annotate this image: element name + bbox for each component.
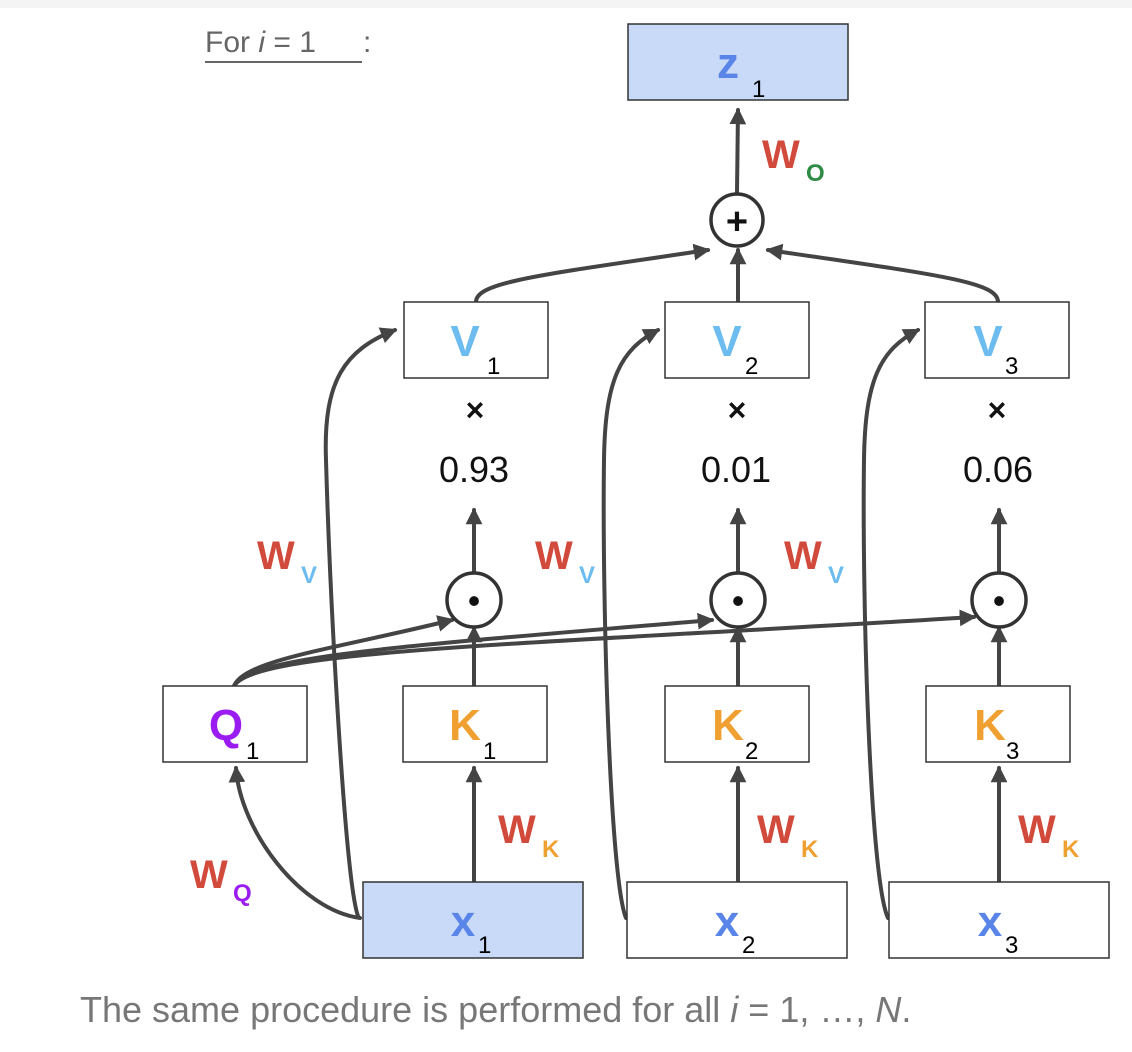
input-3-subscript: 3	[1005, 932, 1018, 959]
value-3-symbol: V	[973, 317, 1003, 366]
output-z-symbol: z	[717, 39, 739, 88]
value-3-subscript: 3	[1005, 353, 1018, 380]
wire-sum-to-z	[729, 107, 747, 194]
input-2-subscript: 2	[742, 932, 755, 959]
wire-x2-to-v2	[601, 328, 661, 920]
wire-v3-to-sum	[765, 243, 1000, 304]
label-wk-2-symbol: W	[757, 808, 795, 852]
key-2-subscript: 2	[745, 738, 758, 765]
label-wv-1-subscript: V	[301, 562, 317, 589]
input-box-3	[888, 881, 1110, 959]
key-box-3	[925, 685, 1071, 763]
input-3-symbol: x	[978, 897, 1003, 946]
key-2-symbol: K	[712, 701, 744, 750]
wire-x3-to-v3	[861, 328, 921, 920]
label-wk-3-subscript: K	[1062, 836, 1080, 863]
dot-node-3	[970, 571, 1028, 629]
caption: The same procedure is performed for all …	[80, 989, 911, 1030]
input-1-symbol: x	[451, 897, 476, 946]
input-1-subscript: 1	[478, 932, 491, 959]
sum-node	[709, 192, 765, 248]
wire-v1-to-sum	[474, 243, 711, 304]
label-wk-2-subscript: K	[801, 836, 819, 863]
wires	[228, 107, 1008, 920]
dot-node-1	[445, 571, 503, 629]
multiply-icon-3: ×	[988, 392, 1007, 428]
label-wv-2-subscript: V	[579, 562, 595, 589]
attention-weight-3: 0.06	[963, 449, 1033, 490]
value-1-subscript: 1	[487, 353, 500, 380]
label-wv-3-subscript: V	[828, 562, 844, 589]
query-box	[162, 685, 308, 763]
key-box-1	[402, 685, 548, 763]
wire-x1-to-q	[228, 765, 362, 920]
label-wv-3-symbol: W	[784, 534, 822, 578]
output-z-box	[627, 23, 849, 101]
label-wo-symbol: W	[762, 133, 800, 177]
query-subscript: 1	[246, 738, 259, 765]
output-z-subscript: 1	[752, 76, 765, 103]
value-box-2	[664, 301, 810, 379]
value-2-symbol: V	[712, 317, 742, 366]
label-wk-1-symbol: W	[498, 808, 536, 852]
label-wk-1-subscript: K	[542, 836, 560, 863]
label-wq-symbol: W	[190, 853, 228, 897]
dot-icon-3: •	[993, 580, 1006, 621]
label-wo-subscript: O	[806, 160, 825, 187]
key-1-symbol: K	[449, 701, 481, 750]
key-3-subscript: 3	[1006, 738, 1019, 765]
value-box-3	[924, 301, 1070, 379]
input-box-1	[362, 881, 584, 959]
wire-q-to-dot3	[232, 609, 977, 688]
value-2-subscript: 2	[745, 353, 758, 380]
label-wk-3-symbol: W	[1018, 808, 1056, 852]
heading: For i = 1	[205, 26, 316, 59]
attention-weight-1: 0.93	[439, 449, 509, 490]
input-2-symbol: x	[715, 897, 740, 946]
label-wv-2-symbol: W	[535, 534, 573, 578]
key-3-symbol: K	[974, 701, 1006, 750]
label-wq-subscript: Q	[233, 880, 252, 907]
input-box-2	[626, 881, 848, 959]
key-box-2	[664, 685, 810, 763]
dot-node-2	[709, 571, 767, 629]
dot-icon-1: •	[468, 580, 481, 621]
label-wv-1-symbol: W	[257, 534, 295, 578]
heading-colon: :	[363, 26, 371, 59]
plus-icon: +	[726, 201, 748, 243]
value-1-symbol: V	[450, 317, 480, 366]
top-band	[0, 0, 1132, 8]
attention-weight-2: 0.01	[701, 449, 771, 490]
dot-icon-2: •	[732, 580, 745, 621]
query-symbol: Q	[209, 701, 243, 750]
key-1-subscript: 1	[483, 738, 496, 765]
value-box-1	[403, 301, 549, 379]
multiply-icon-2: ×	[728, 392, 747, 428]
wire-x1-to-v1	[323, 327, 398, 918]
multiply-icon-1: ×	[466, 392, 485, 428]
